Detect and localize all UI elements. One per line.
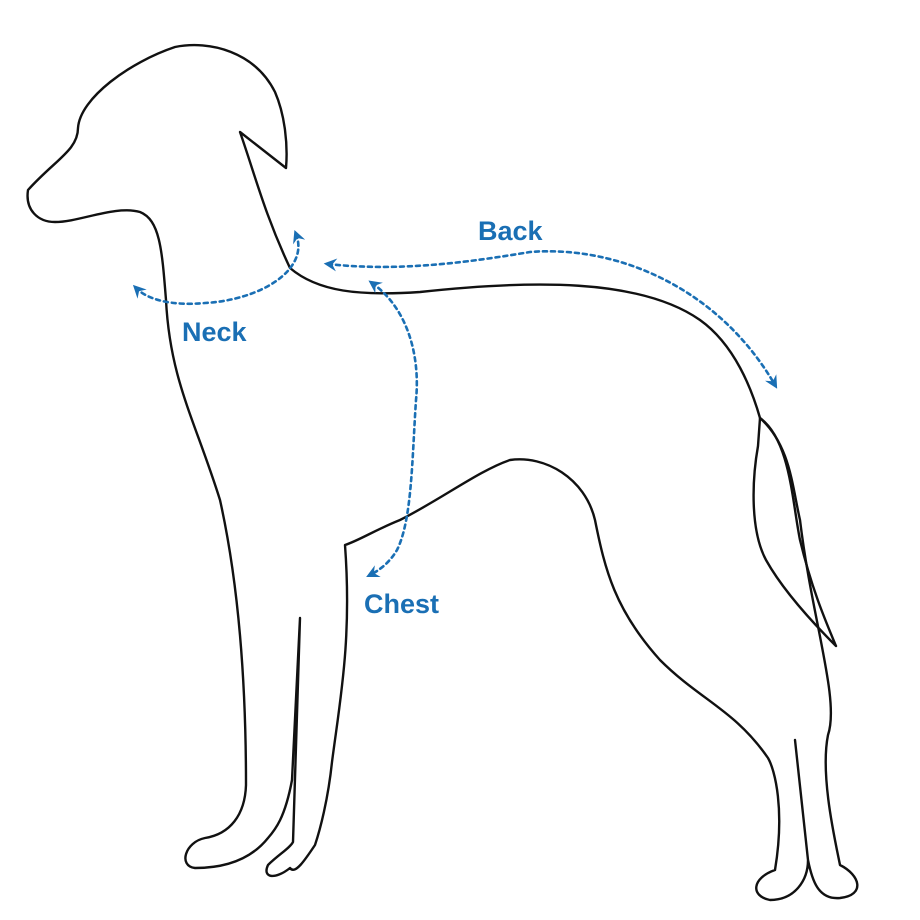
neck-label: Neck (182, 317, 248, 347)
neck-measure-line (132, 229, 306, 305)
chest-label: Chest (364, 589, 439, 619)
back-label: Back (478, 216, 544, 246)
dog-outline (26, 43, 859, 902)
chest-measure-line (366, 280, 419, 577)
back-measure-line (323, 250, 778, 389)
dog-body-outline (26, 43, 859, 902)
dog-tail-outline (752, 416, 838, 648)
measurements (132, 229, 778, 577)
